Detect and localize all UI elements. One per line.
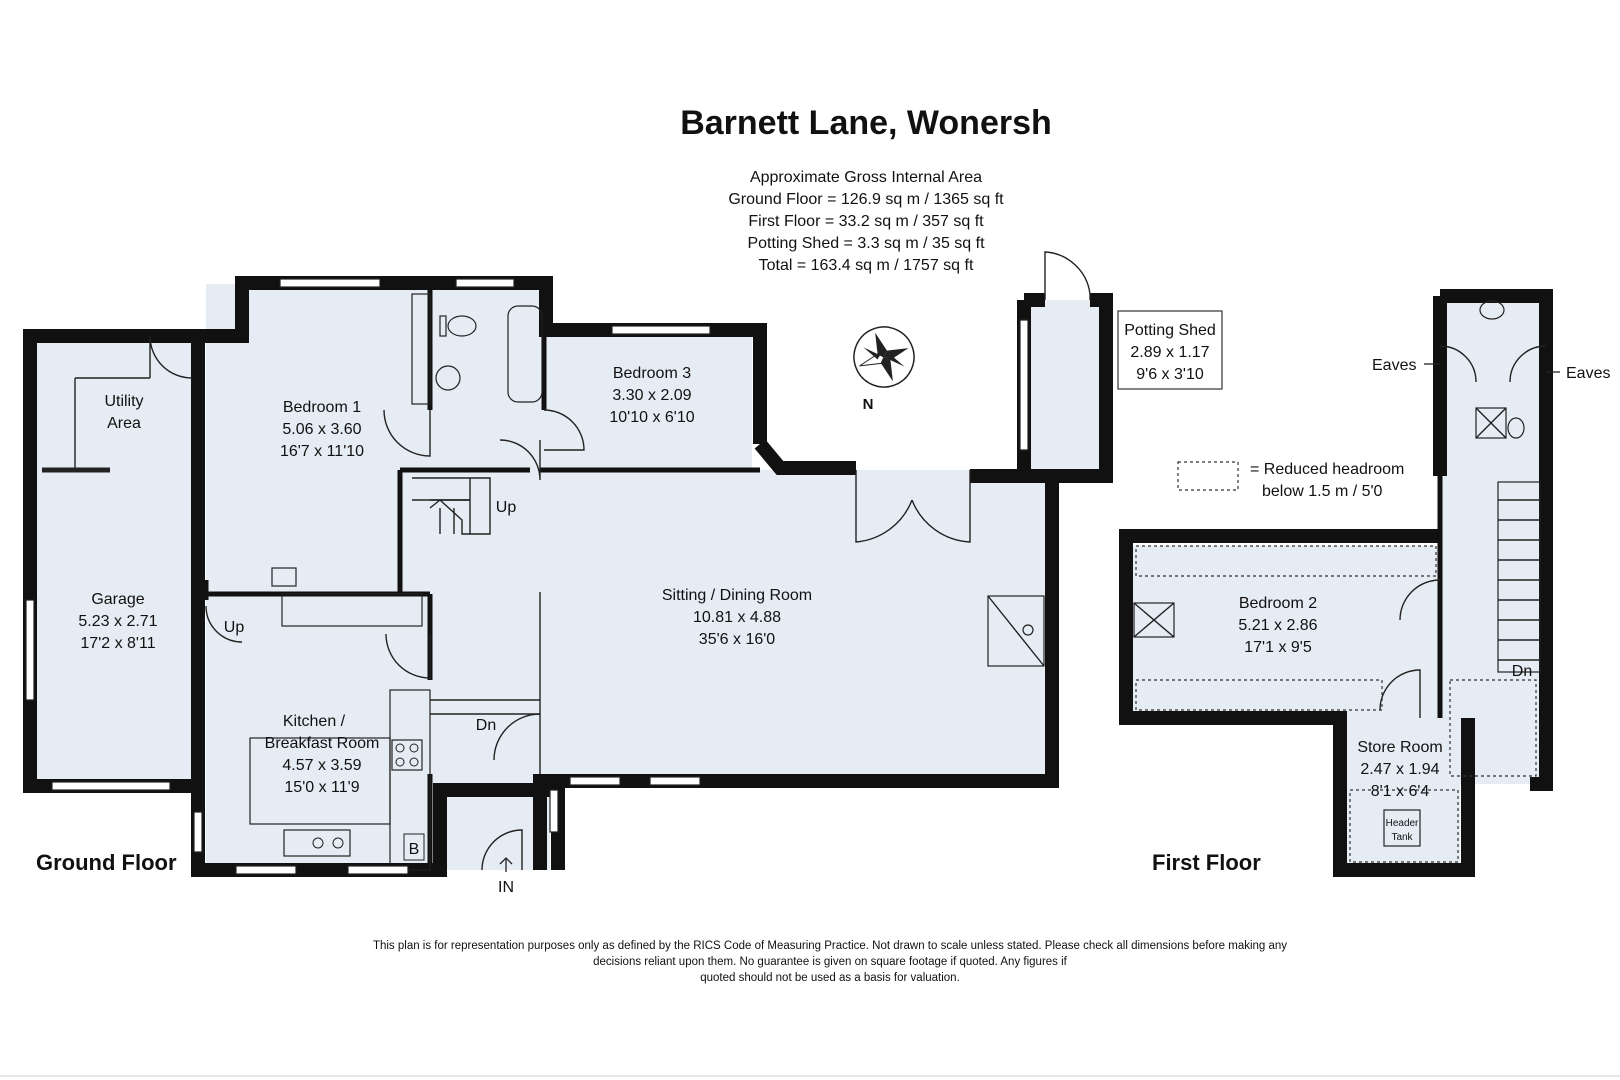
compass-north-label: N [863,396,874,413]
potting-shed-metric: 2.89 x 1.17 [1130,344,1209,361]
disclaimer-line-1: This plan is for representation purposes… [373,940,1287,952]
boiler-label: B [409,841,420,858]
sitting-room-metric: 10.81 x 4.88 [693,609,781,626]
first-floor-fills [1126,294,1546,864]
bedroom1-imperial: 16'7 x 11'10 [280,443,364,460]
bedroom1-name: Bedroom 1 [283,399,361,416]
ground-floor-label: Ground Floor [36,850,177,875]
kitchen-metric: 4.57 x 3.59 [282,757,361,774]
garage-metric: 5.23 x 2.71 [78,613,157,630]
ground-floor-internal-walls [42,284,1045,871]
header-tank-label-2: Tank [1391,832,1413,843]
store-room-metric: 2.47 x 1.94 [1360,761,1439,778]
entrance-label: IN [498,879,514,896]
kitchen-name: Kitchen / [283,713,346,730]
sitting-room-imperial: 35'6 x 16'0 [699,631,775,648]
stairs-up-label: Up [496,499,517,516]
stairs-down-label: Dn [476,717,496,734]
ground-floor-windows [25,278,1029,875]
utility-label-2: Area [107,415,141,432]
utility-label: Utility [104,393,143,410]
utility-up-label: Up [224,619,245,636]
store-room-imperial: 8'1 x 6'4 [1371,783,1430,800]
legend-line-2: below 1.5 m / 5'0 [1262,483,1383,500]
ground-floor-stairs [412,477,491,535]
bedroom2-metric: 5.21 x 2.86 [1238,617,1317,634]
bedroom3-metric: 3.30 x 2.09 [612,387,691,404]
bedroom1-metric: 5.06 x 3.60 [282,421,361,438]
area-first-floor: First Floor = 33.2 sq m / 357 sq ft [748,213,984,230]
reduced-headroom-swatch [1177,461,1239,491]
kitchen-name-2: Breakfast Room [265,735,380,752]
potting-shed-imperial: 9'6 x 3'10 [1136,366,1204,383]
area-ground-floor: Ground Floor = 126.9 sq m / 1365 sq ft [728,191,1004,208]
eaves-right-label: Eaves [1566,365,1610,382]
bedroom3-name: Bedroom 3 [613,365,691,382]
area-total: Total = 163.4 sq m / 1757 sq ft [759,257,974,274]
compass-rose-icon [853,326,915,388]
header-tank-label-1: Header [1386,818,1419,829]
area-potting-shed: Potting Shed = 3.3 sq m / 35 sq ft [747,235,985,252]
ground-floor-doors [149,251,1091,871]
sitting-room-name: Sitting / Dining Room [662,587,812,604]
area-heading: Approximate Gross Internal Area [750,169,982,186]
eaves-left-label: Eaves [1372,357,1416,374]
bedroom2-name: Bedroom 2 [1239,595,1317,612]
first-floor-label: First Floor [1152,850,1261,875]
legend-line-1: = Reduced headroom [1250,461,1404,478]
disclaimer-line-3: quoted should not be used as a basis for… [700,972,960,984]
entrance-arrow-icon [499,857,513,872]
potting-shed-label-box [1117,310,1223,390]
bedroom2-imperial: 17'1 x 9'5 [1244,639,1312,656]
ground-floor-fills [30,284,1106,870]
potting-shed-name: Potting Shed [1124,322,1216,339]
plan-title: Barnett Lane, Wonersh [680,104,1052,142]
first-floor-details [1133,300,1547,863]
garage-name: Garage [91,591,144,608]
garage-imperial: 17'2 x 8'11 [80,635,155,652]
first-floor-stairs-down-label: Dn [1512,663,1532,680]
disclaimer-line-2: decisions reliant upon them. No guarante… [593,956,1068,968]
first-floor-walls [1119,289,1553,877]
kitchen-imperial: 15'0 x 11'9 [284,779,359,796]
store-room-name: Store Room [1357,739,1442,756]
bathroom-fixtures [271,305,543,861]
bedroom3-imperial: 10'10 x 6'10 [609,409,694,426]
